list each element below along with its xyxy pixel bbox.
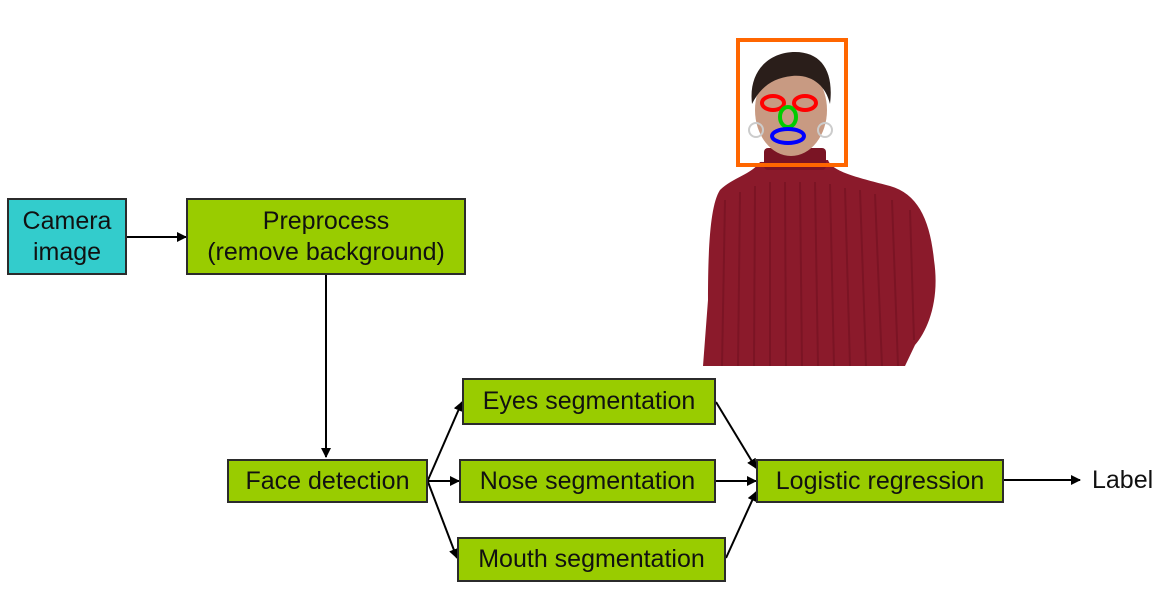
logistic-regression-label: Logistic regression — [775, 466, 985, 495]
logistic-regression-node: Logistic regression — [756, 459, 1004, 503]
output-label: Label — [1092, 466, 1154, 494]
sweater-ribs — [721, 181, 915, 367]
camera-image-node: Camera image — [7, 198, 127, 275]
right-earring — [817, 122, 833, 138]
arrow-mouth-to-logistic — [725, 491, 757, 559]
arrow-face-to-eyes — [427, 401, 463, 481]
left-eye-marker — [760, 94, 786, 112]
eyes-segmentation-label: Eyes segmentation — [482, 387, 696, 415]
camera-image-line2: image — [32, 237, 102, 266]
preprocess-line1: Preprocess — [262, 206, 390, 235]
arrow-eyes-to-logistic — [715, 401, 757, 469]
mouth-segmentation-label: Mouth segmentation — [478, 545, 705, 573]
face-detection-label: Face detection — [245, 466, 410, 495]
sweater — [703, 160, 936, 366]
mouth-marker — [770, 127, 806, 145]
left-earring — [748, 122, 764, 138]
face-detection-box — [736, 38, 848, 167]
eyes-segmentation-node: Eyes segmentation — [462, 378, 716, 425]
preprocess-line2: (remove background) — [207, 237, 445, 266]
nose-segmentation-label: Nose segmentation — [479, 466, 696, 495]
face-detection-node: Face detection — [227, 459, 428, 503]
arrow-face-to-mouth — [427, 481, 459, 559]
right-eye-marker — [792, 94, 818, 112]
camera-image-line1: Camera — [22, 206, 112, 235]
mouth-segmentation-node: Mouth segmentation — [457, 537, 726, 582]
hair — [751, 52, 831, 104]
nose-segmentation-node: Nose segmentation — [459, 459, 716, 503]
preprocess-node: Preprocess (remove background) — [186, 198, 466, 275]
